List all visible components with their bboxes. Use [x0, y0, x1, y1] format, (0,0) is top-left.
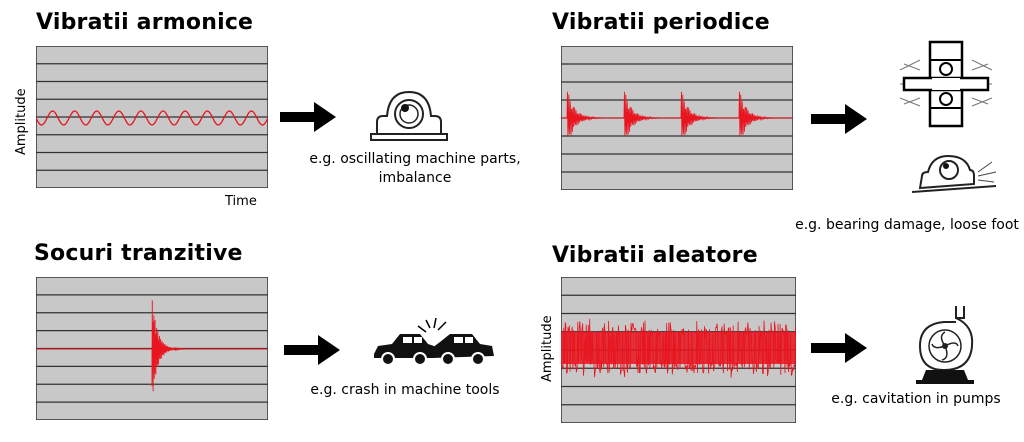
periodic-signal-panel [561, 46, 793, 190]
caption-transient: e.g. crash in machine tools [310, 382, 500, 398]
pillow-block-bearing-icon [370, 90, 448, 141]
amplitude-label-random: Amplitude [540, 315, 555, 382]
arrow-right-icon [811, 104, 867, 134]
bearing-cross-section-icon [899, 40, 993, 128]
periodic-burst [566, 91, 603, 136]
random-noise [561, 318, 796, 378]
periodic-burst [623, 91, 660, 136]
arrow-right-icon [811, 333, 867, 363]
title-periodic: Vibratii periodice [552, 10, 770, 35]
random-signal-panel [561, 277, 796, 423]
harmonic-wave [36, 110, 268, 126]
caption-harmonic: e.g. oscillating machine parts, imbalanc… [300, 150, 530, 188]
title-transient: Socuri tranzitive [34, 241, 243, 266]
centrifugal-pump-icon [916, 306, 974, 384]
periodic-burst [680, 91, 717, 136]
caption-periodic: e.g. bearing damage, loose foot [795, 217, 1019, 233]
car-crash-icon [374, 318, 494, 366]
title-harmonic: Vibratii armonice [36, 10, 254, 35]
transient-shock [151, 300, 185, 392]
arrow-right-icon [280, 102, 336, 132]
caption-random: e.g. cavitation in pumps [831, 391, 1001, 407]
title-random: Vibratii aleatore [552, 243, 758, 268]
amplitude-label-harmonic: Amplitude [14, 88, 29, 155]
periodic-burst [738, 91, 775, 136]
arrow-right-icon [284, 335, 340, 365]
caption-harmonic-line2: imbalance [378, 170, 452, 186]
loose-foot-bearing-icon [911, 154, 997, 193]
time-label: Time [225, 194, 257, 209]
transient-signal-panel [36, 277, 268, 420]
harmonic-signal-panel [36, 46, 268, 188]
caption-harmonic-line1: e.g. oscillating machine parts, [309, 151, 521, 167]
